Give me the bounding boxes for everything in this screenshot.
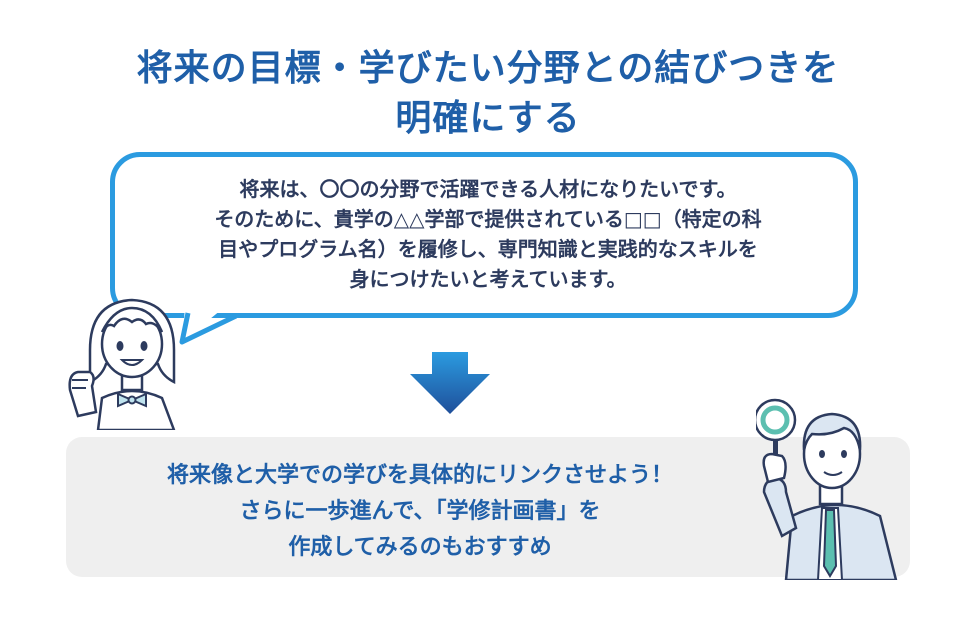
page-title: 将来の目標・学びたい分野との結びつきを 明確にする	[40, 44, 936, 144]
speech-bubble	[110, 152, 858, 318]
speech-bubble-tail	[179, 296, 238, 345]
businessman-illustration	[756, 398, 898, 580]
student-girl-illustration	[68, 298, 176, 430]
advice-text: 将来像と大学での学びを具体的にリンクさせよう！ さらに一歩進んで、「学修計画書」…	[70, 458, 770, 566]
bubble-line-2: そのために、貴学の△△学部で提供されている□□（特定の科	[214, 207, 762, 231]
bubble-line-1: 将来は、〇〇の分野で活躍できる人材になりたいです。	[239, 177, 737, 201]
circle-sign-icon	[756, 398, 797, 442]
advice-line-2: さらに一歩進んで、「学修計画書」を	[239, 499, 601, 524]
bubble-line-3: 目やプログラム名）を履修し、専門知識と実践的なスキルを	[218, 237, 758, 261]
bubble-line-4: 身につけたいと考えています。	[349, 267, 627, 291]
speech-bubble-text: 将来は、〇〇の分野で活躍できる人材になりたいです。 そのために、貴学の△△学部で…	[148, 174, 828, 294]
title-line-2: 明確にする	[395, 98, 581, 139]
title-line-1: 将来の目標・学びたい分野との結びつきを	[136, 48, 840, 89]
advice-line-3: 作成してみるのもおすすめ	[288, 535, 552, 560]
advice-line-1: 将来像と大学での学びを具体的にリンクさせよう！	[166, 463, 673, 488]
down-arrow-icon	[410, 352, 490, 414]
